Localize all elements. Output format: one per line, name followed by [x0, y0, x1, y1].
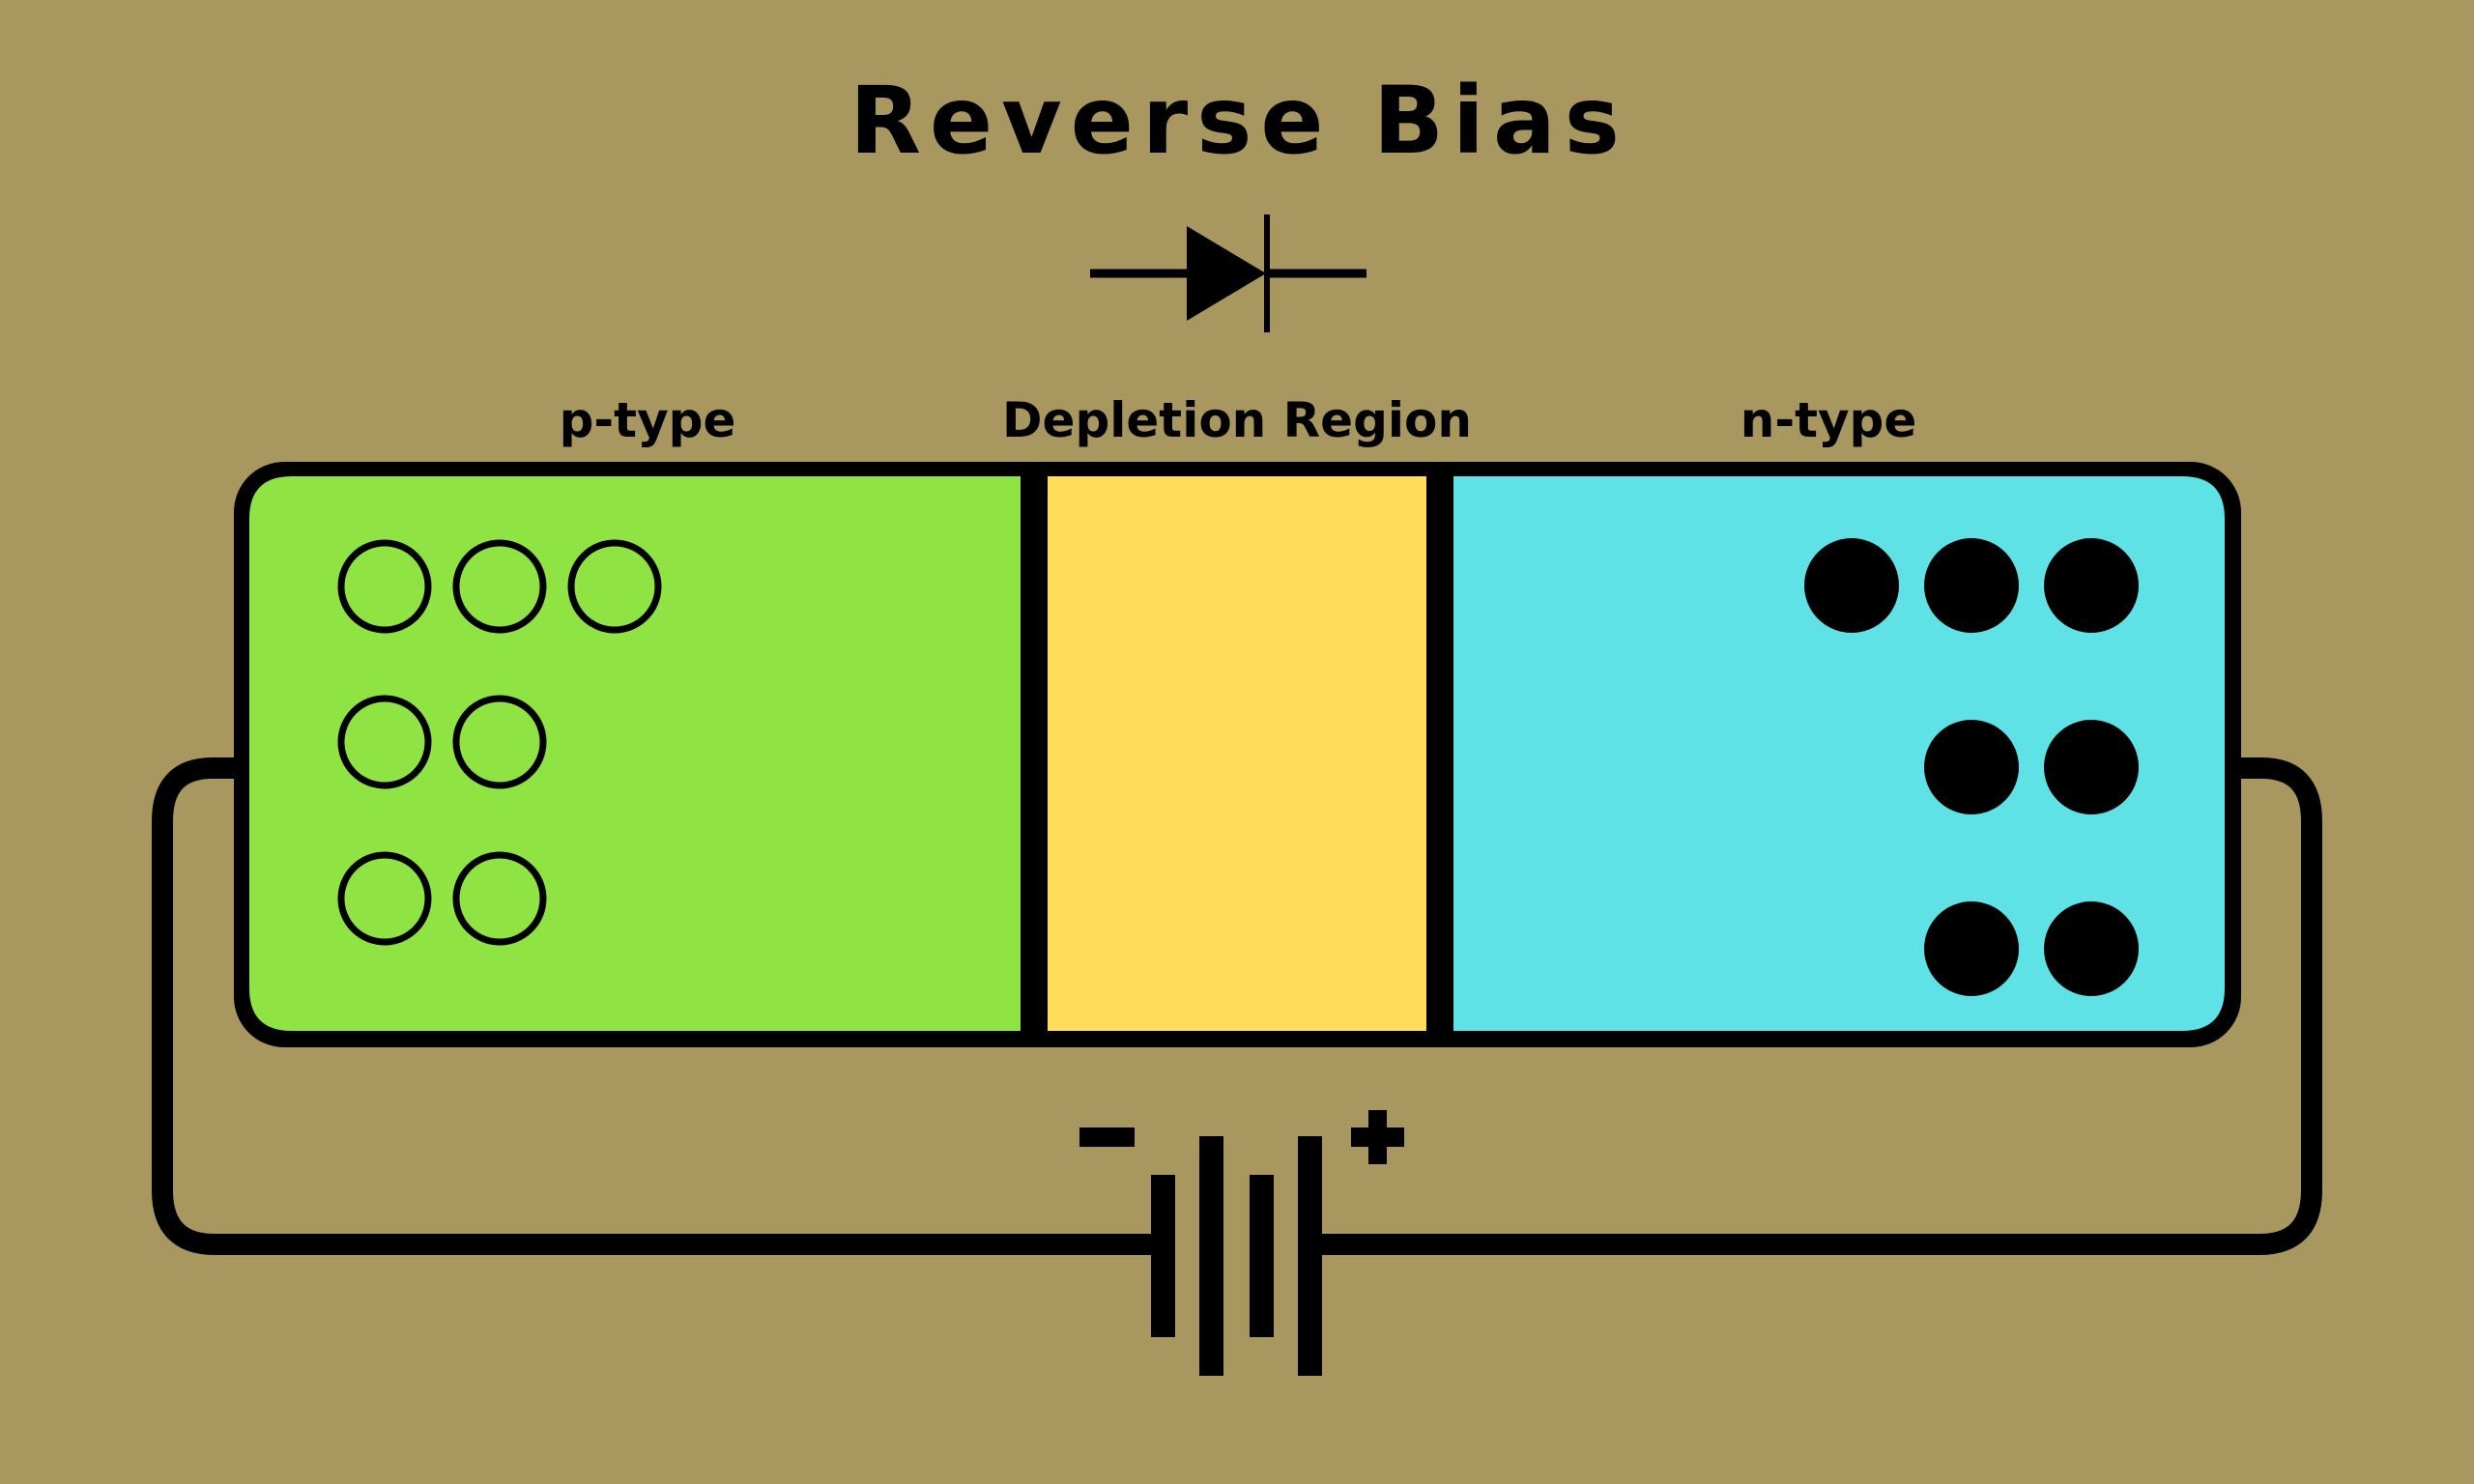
- hole-carrier: [567, 539, 662, 634]
- negative-terminal-sign: [1079, 1127, 1135, 1147]
- n-type-label: n-type: [1740, 392, 1917, 448]
- electrons-group: [1804, 538, 2139, 996]
- hole-carrier: [452, 695, 547, 789]
- depletion-region-label: Depletion Region: [1002, 392, 1472, 448]
- hole-carrier: [452, 539, 547, 634]
- electron-carrier: [1924, 720, 2019, 814]
- electron-carrier: [2044, 901, 2139, 996]
- pn-junction: [234, 462, 2241, 1047]
- hole-carrier: [337, 695, 432, 789]
- p-type-label: p-type: [560, 392, 736, 448]
- hole-carrier: [337, 851, 432, 946]
- diode-symbol-icon: [1090, 214, 1366, 332]
- circuit-wire: [152, 757, 2322, 1255]
- p-type-region: [249, 476, 1021, 1031]
- positive-terminal-sign: [1351, 1110, 1404, 1164]
- n-type-region: [1453, 476, 2225, 1031]
- hole-carrier: [452, 851, 547, 946]
- electron-carrier: [2044, 720, 2139, 814]
- hole-carrier: [337, 539, 432, 634]
- electron-carrier: [1924, 538, 2019, 633]
- holes-group: [337, 539, 662, 946]
- electron-carrier: [1804, 538, 1899, 633]
- diagram-title: Reverse Bias: [849, 67, 1628, 175]
- battery-icon: [1151, 1136, 1322, 1376]
- electron-carrier: [2044, 538, 2139, 633]
- electron-carrier: [1924, 901, 2019, 996]
- depletion-region: [1048, 476, 1426, 1031]
